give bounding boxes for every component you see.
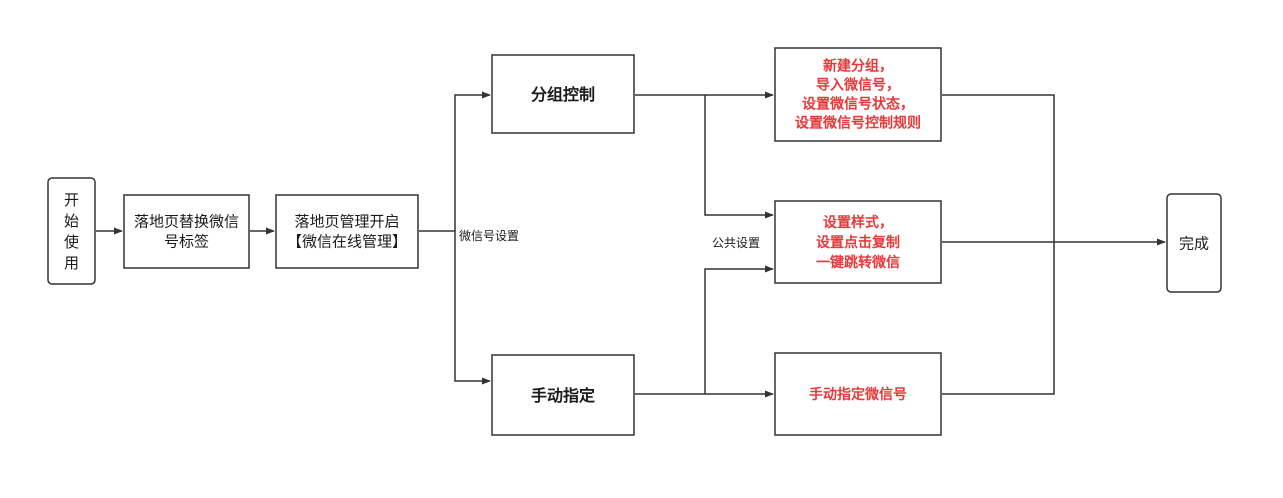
node-group-control-box	[491, 54, 635, 134]
node-manual-detail-box	[774, 352, 942, 436]
edge-enable-manage-to-group-control	[419, 91, 491, 232]
node-group-detail-line-1: 新建分组，	[823, 58, 893, 75]
node-group-control-line-1: 分组控制	[531, 85, 595, 104]
node-enable-manage-line-1: 落地页管理开启	[294, 212, 399, 230]
node-start-line-3: 使	[64, 233, 79, 251]
edge-manual-detail-to-done	[942, 242, 1055, 395]
node-enable-manage-label: 落地页管理开启【微信在线管理】	[287, 212, 407, 250]
node-group-detail-line-2: 导入微信号，	[816, 77, 900, 94]
node-start-label: 开始使用	[64, 191, 79, 272]
node-style-detail-line-3: 一键跳转微信	[816, 254, 900, 271]
node-manual-assign-line-1: 手动指定	[531, 386, 595, 405]
node-enable-manage-line-2: 【微信在线管理】	[287, 232, 407, 250]
node-start-line-4: 用	[64, 254, 79, 272]
node-group-detail-box	[774, 47, 942, 142]
node-start-line-2: 始	[64, 212, 79, 230]
connectors	[96, 91, 1166, 398]
edge-group-detail-to-done	[942, 94, 1055, 242]
node-manual-assign-box	[491, 354, 635, 436]
node-group-detail-line-3: 设置微信号状态，	[802, 96, 914, 113]
node-style-detail-box	[774, 200, 942, 284]
node-style-detail-line-1: 设置样式，	[823, 214, 893, 231]
node-enable-manage-box	[275, 194, 419, 269]
node-style-detail-line-2: 设置点击复制	[816, 234, 900, 251]
edge-label-public-settings: 公共设置	[712, 236, 760, 250]
node-manual-assign-label: 手动指定	[531, 386, 595, 405]
edge-manual-assign-to-style-detail	[635, 265, 774, 395]
edge-label-wechat-settings: 微信号设置	[459, 229, 519, 243]
node-done-line-1: 完成	[1179, 234, 1209, 252]
edge-group-control-to-style-detail	[704, 95, 774, 219]
node-start-line-1: 开	[64, 191, 79, 209]
node-replace-tag-line-1: 落地页替换微信	[134, 212, 239, 230]
node-manual-detail-line-1: 手动指定微信号	[809, 386, 907, 403]
node-done-label: 完成	[1179, 234, 1209, 252]
node-group-detail-label: 新建分组， 导入微信号， 设置微信号状态， 设置微信号控制规则	[795, 58, 921, 132]
node-replace-tag-label: 落地页替换微信号标签	[134, 212, 239, 250]
node-group-control-label: 分组控制	[531, 85, 595, 104]
node-done-box	[1166, 193, 1222, 293]
node-replace-tag-box	[123, 194, 250, 269]
edge-enable-manage-to-manual-assign	[454, 231, 491, 385]
node-style-detail-label: 设置样式， 设置点击复制一键跳转微信	[816, 214, 900, 271]
node-replace-tag-line-2: 号标签	[164, 232, 209, 250]
node-group-detail-line-4: 设置微信号控制规则	[795, 115, 921, 132]
node-manual-detail-label: 手动指定微信号	[809, 386, 907, 403]
node-start-box	[47, 177, 96, 285]
